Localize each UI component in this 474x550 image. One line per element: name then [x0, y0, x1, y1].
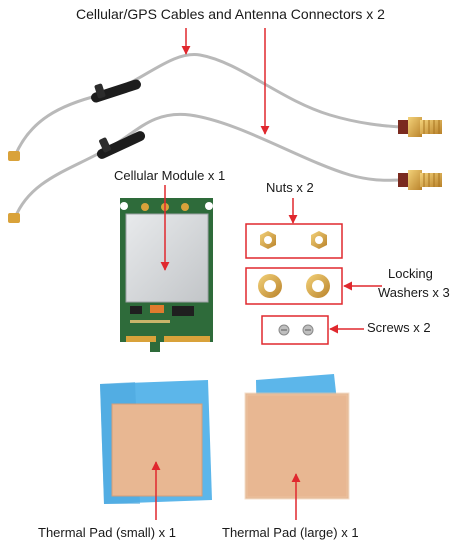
- washer-2: [306, 274, 330, 298]
- nuts-label: Nuts x 2: [266, 180, 314, 195]
- washers-callout-box: [245, 267, 343, 305]
- nuts-callout-box: [245, 223, 343, 259]
- thermal-pad-small: [100, 380, 212, 504]
- cables-label: Cellular/GPS Cables and Antenna Connecto…: [76, 6, 385, 22]
- cable-assembly-top: [8, 53, 442, 161]
- screw-1: [278, 324, 290, 336]
- washers-label: Washers x 3: [378, 285, 450, 300]
- nut-2: [311, 231, 327, 249]
- nut-1: [260, 231, 276, 249]
- thermal-large-label: Thermal Pad (large) x 1: [222, 525, 359, 540]
- washer-1: [258, 274, 282, 298]
- cable-assembly-bottom: [8, 112, 442, 223]
- cellular-module-label: Cellular Module x 1: [114, 168, 226, 183]
- screws-callout-box: [261, 315, 329, 345]
- thermal-small-label: Thermal Pad (small) x 1: [38, 525, 176, 540]
- screw-2: [302, 324, 314, 336]
- thermal-pad-large: [244, 374, 350, 500]
- locking-label: Locking: [388, 266, 433, 281]
- cellular-module: [120, 198, 213, 352]
- screws-label: Screws x 2: [367, 320, 431, 335]
